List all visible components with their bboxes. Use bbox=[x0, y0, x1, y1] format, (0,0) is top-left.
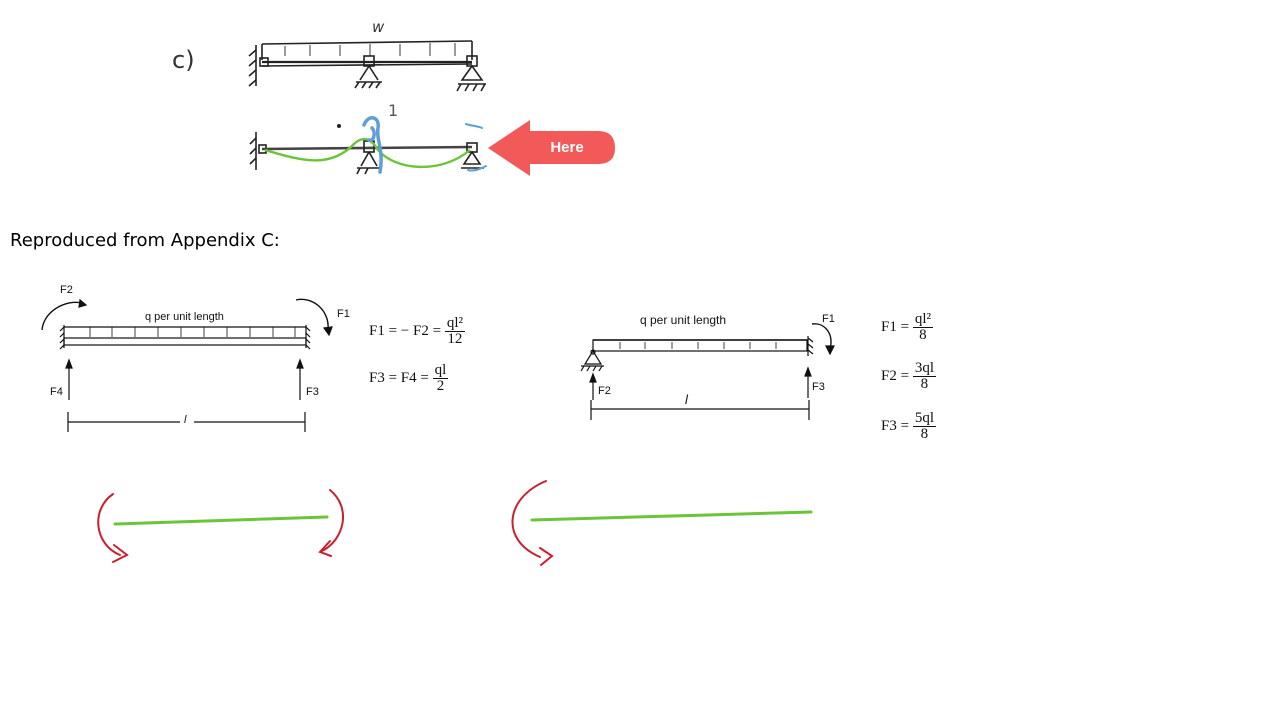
pf-eq2-num: 3ql bbox=[912, 360, 936, 377]
moment-arrows bbox=[97, 480, 554, 566]
ff-eq2-den: 2 bbox=[436, 378, 445, 394]
ff-length-label: l bbox=[184, 414, 187, 426]
fixed-fixed-deflection-line bbox=[113, 515, 329, 526]
ff-eq2-num: ql bbox=[432, 362, 449, 379]
pf-eq1-num: ql² bbox=[912, 311, 933, 328]
appendix-caption: Reproduced from Appendix C: bbox=[10, 230, 280, 251]
ff-eq2-lhs: F3 = F4 = bbox=[369, 369, 429, 386]
sketch-dot bbox=[337, 124, 341, 128]
sketch-blue-marks bbox=[362, 116, 487, 174]
pf-eq3-lhs: F3 = bbox=[881, 417, 910, 434]
pf-eq2-lhs: F2 = bbox=[881, 367, 910, 384]
fixed-fixed-beam-diagram bbox=[41, 298, 333, 432]
ff-eq1-num: ql² bbox=[444, 315, 465, 332]
ff-f4-label: F4 bbox=[50, 386, 63, 398]
pf-eq3-den: 8 bbox=[920, 426, 929, 442]
pf-load-label: q per unit length bbox=[640, 313, 727, 327]
right-end-moment-arrow bbox=[321, 489, 345, 552]
ff-f2-label: F2 bbox=[60, 284, 73, 296]
deflection-lines bbox=[113, 510, 813, 526]
pf-eq3-num: 5ql bbox=[912, 410, 936, 427]
sketch-deflection-curve bbox=[264, 137, 471, 169]
pf-eq2-den: 8 bbox=[920, 376, 929, 392]
pf-f3-label: F3 bbox=[812, 381, 825, 393]
ff-load-label: q per unit length bbox=[145, 311, 224, 323]
here-callout-shape[interactable] bbox=[488, 120, 615, 176]
left-end-moment-arrow bbox=[97, 493, 121, 556]
pinned-end-moment-arrow bbox=[511, 480, 547, 558]
here-callout-label[interactable]: Here bbox=[550, 139, 584, 156]
sketch-load-label: w bbox=[372, 18, 385, 36]
sketch-mode-label: 1 bbox=[388, 101, 399, 120]
pf-f1-label: F1 bbox=[822, 313, 835, 325]
ff-eq1-lhs: F1 = − F2 = bbox=[369, 322, 442, 339]
sketch-beam-mode-shape bbox=[249, 132, 484, 175]
ff-f1-label: F1 bbox=[337, 308, 350, 320]
pf-length-label: l bbox=[685, 392, 688, 407]
sketch-part-label: c) bbox=[172, 46, 195, 74]
ff-f3-label: F3 bbox=[306, 386, 319, 398]
pf-f2-label: F2 bbox=[598, 385, 611, 397]
pinned-fixed-deflection-line bbox=[530, 510, 813, 522]
pf-eq1-den: 8 bbox=[919, 327, 927, 343]
sketch-beam-loaded bbox=[248, 40, 486, 92]
pinned-fixed-beam-diagram bbox=[580, 323, 835, 420]
ff-eq1-den: 12 bbox=[447, 331, 463, 347]
pf-eq1-lhs: F1 = bbox=[881, 318, 910, 335]
